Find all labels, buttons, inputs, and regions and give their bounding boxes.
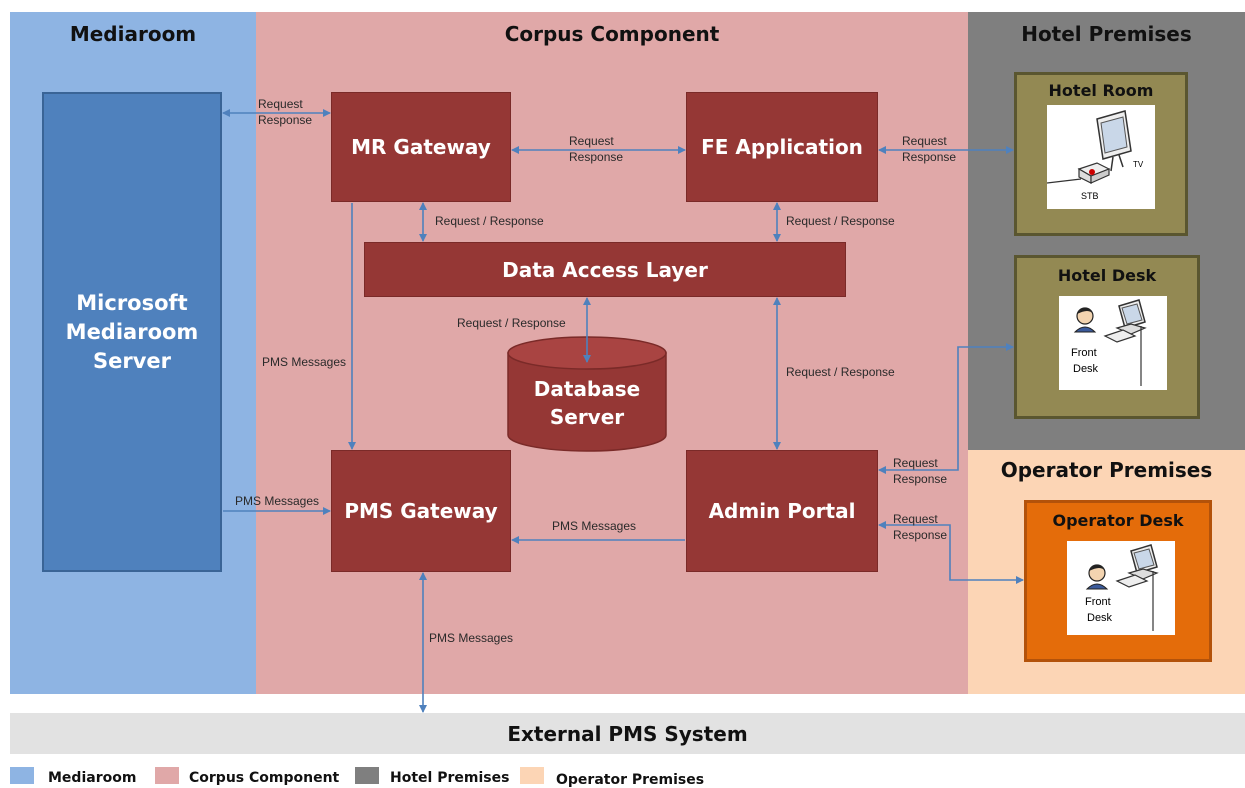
operator-region-title: Operator Premises	[1000, 458, 1213, 482]
hotel-desk-desk-label: Desk	[1073, 363, 1099, 375]
fe-application: FE Application	[686, 92, 878, 202]
hotel-room-title: Hotel Room	[1048, 81, 1154, 100]
operator-desk-picture: Front Desk	[1067, 541, 1175, 635]
mediaroom-region-title: Mediaroom	[69, 22, 197, 46]
hotel-desk-picture: Front Desk	[1059, 296, 1167, 390]
arrow-admin-operator	[878, 521, 1024, 584]
pms-gateway: PMS Gateway	[331, 450, 511, 572]
hotel-desk-panel: Hotel Desk Front Desk	[1014, 255, 1200, 419]
operator-desk-panel: Operator Desk Front Desk	[1024, 500, 1212, 662]
mediaroom-server-line-1: Microsoft	[76, 290, 188, 315]
edge-label-mr-dal: Request / Response	[435, 214, 544, 228]
database-server-line-1: Database	[533, 377, 641, 401]
edge-label-admin-pms: PMS Messages	[552, 519, 637, 533]
tv-label: TV	[1133, 160, 1144, 169]
legend-label-hotel: Hotel Premises	[390, 770, 510, 786]
edge-label-fe-room-response: Response	[902, 150, 957, 164]
edge-label-server-pms: PMS Messages	[235, 494, 320, 508]
hotel-region-title: Hotel Premises	[1021, 22, 1192, 46]
arrow-admin-hoteldesk	[878, 343, 1014, 474]
corpus-region-title: Corpus Component	[504, 22, 720, 46]
legend-swatch-operator	[520, 767, 544, 784]
operator-desk-title: Operator Desk	[1052, 511, 1184, 530]
stb-label: STB	[1081, 191, 1099, 201]
mr-gateway: MR Gateway	[331, 92, 511, 202]
hotel-room-panel: Hotel Room TV STB	[1014, 72, 1188, 236]
legend-swatch-mediaroom	[10, 767, 34, 784]
front-desk-icon: Front Desk	[1085, 544, 1159, 631]
edge-label-pms-external: PMS Messages	[429, 631, 514, 645]
edge-label-mr-fe-request: Request	[569, 134, 614, 148]
edge-label-server-mr-request: Request	[258, 97, 303, 111]
edge-label-fe-dal: Request / Response	[786, 214, 895, 228]
admin-portal: Admin Portal	[686, 450, 878, 572]
edge-label-mr-fe-response: Response	[569, 150, 624, 164]
edge-label-dal-admin: Request / Response	[786, 365, 895, 379]
edge-label-admin-desk-response: Response	[893, 472, 948, 486]
data-access-layer: Data Access Layer	[364, 242, 846, 297]
operator-desk-front-label: Front	[1085, 596, 1111, 608]
hotel-room-picture: TV STB	[1046, 105, 1155, 209]
edge-label-admin-op-response: Response	[893, 528, 948, 542]
tv-stb-icon: TV STB	[1046, 110, 1144, 201]
edge-label-admin-op-request: Request	[893, 512, 938, 526]
database-server-label: Database Server	[506, 375, 668, 431]
mediaroom-server-line-2: Mediaroom	[65, 319, 199, 344]
legend-label-operator: Operator Premises	[556, 772, 705, 788]
legend-label-mediaroom: Mediaroom	[48, 770, 137, 786]
hotel-desk-title: Hotel Desk	[1057, 266, 1157, 285]
operator-desk-desk-label: Desk	[1087, 612, 1113, 624]
edge-label-server-mr-response: Response	[258, 113, 313, 127]
mediaroom-server-line-3: Server	[92, 348, 171, 373]
edge-label-admin-desk-request: Request	[893, 456, 938, 470]
database-server-line-2: Server	[549, 405, 625, 429]
edge-label-fe-room-request: Request	[902, 134, 947, 148]
edge-label-mr-pms: PMS Messages	[262, 355, 347, 369]
mediaroom-server: Microsoft Mediaroom Server	[42, 92, 222, 572]
front-desk-icon: Front Desk	[1071, 299, 1147, 386]
legend-label-corpus: Corpus Component	[189, 770, 340, 786]
legend-swatch-hotel	[355, 767, 379, 784]
external-pms-system: External PMS System	[10, 713, 1245, 754]
legend-swatch-corpus	[155, 767, 179, 784]
edge-label-dal-db: Request / Response	[457, 316, 566, 330]
hotel-desk-front-label: Front	[1071, 347, 1097, 359]
